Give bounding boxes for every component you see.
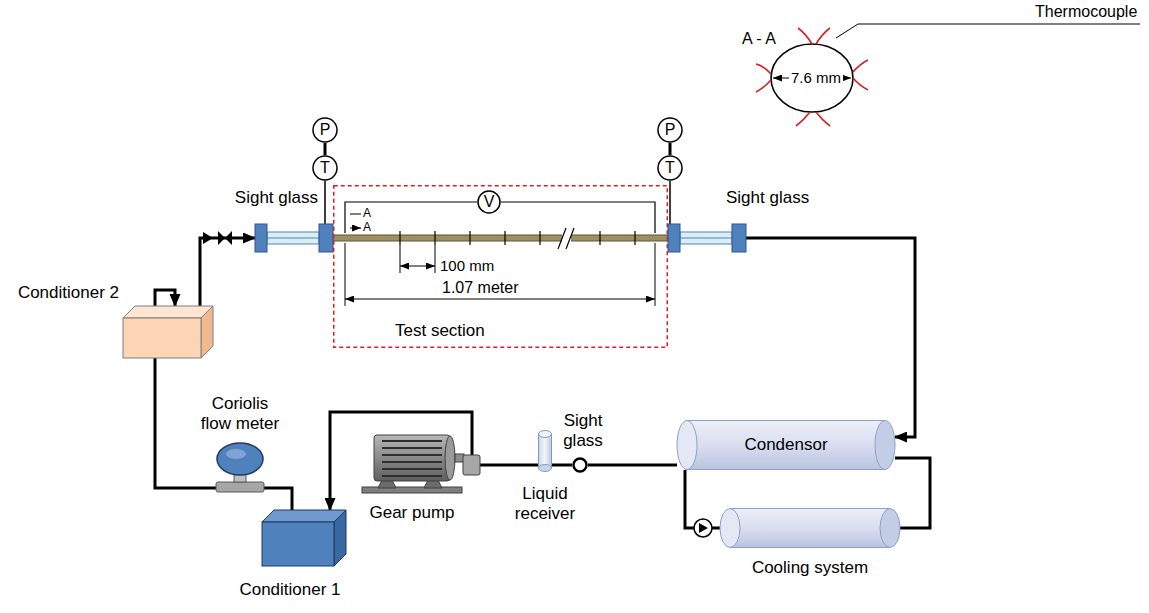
annotation-label: Thermocouple: [1035, 3, 1137, 21]
sight-glass-shape: [255, 224, 333, 252]
node-label: Sight glass: [558, 411, 608, 450]
node-label: Sight glass: [726, 188, 856, 208]
node-label: T: [665, 159, 675, 177]
dimension-line: [345, 299, 655, 300]
sight-glass: Sight glass: [572, 457, 588, 473]
node-label: Liquid receiver: [505, 484, 585, 523]
voltage-wire: [345, 202, 655, 233]
flow-meter-shape: [212, 440, 268, 496]
annotation-label: A: [363, 221, 371, 235]
pump-arrow: [699, 523, 708, 533]
pipe-connector: [324, 143, 327, 155]
pipe-connector: [268, 488, 292, 510]
section-arrow: [350, 214, 361, 228]
node-label: Conditioner 1: [230, 580, 350, 600]
break-mark: [558, 228, 574, 249]
pipe-connector: [330, 412, 472, 510]
node-label: Condensor: [744, 435, 827, 455]
test-tube: [333, 235, 668, 241]
voltmeter: V: [477, 190, 501, 214]
gear-pump: Gear pump: [362, 425, 480, 497]
flow-arrow: [203, 232, 213, 244]
flow-meter: Coriolis flow meter: [212, 440, 268, 496]
node-label: T: [320, 159, 330, 177]
test-section-shape: [333, 185, 668, 348]
pipe-connector: [480, 464, 538, 467]
annotation-label: 1.07 meter: [442, 279, 518, 297]
sight-glass-shape: [668, 224, 746, 252]
pipe-connector: [588, 464, 677, 467]
pipe-connector: [669, 143, 672, 155]
liquid-receiver-shape: [538, 430, 552, 472]
condenser: Condensor: [677, 420, 895, 470]
dimension-line: [400, 266, 435, 267]
valve-symbol: [218, 231, 232, 245]
annotation-label: A - A: [742, 30, 776, 48]
conditioner-shape: [123, 306, 213, 358]
sight-glass-shape: [572, 457, 588, 473]
pipe-connector: [552, 464, 572, 467]
node-label: Coriolis flow meter: [195, 394, 285, 433]
tube-cross-section: [771, 44, 853, 112]
sight-glass: Sight glass: [255, 224, 333, 252]
sight-glass: Sight glass: [668, 224, 746, 252]
extension-line: [345, 243, 655, 306]
node-label: Cooling system: [720, 558, 900, 578]
liquid-receiver: Liquid receiver: [538, 430, 552, 472]
node-label: Sight glass: [200, 188, 318, 208]
sensor-stem: [325, 181, 670, 224]
node-label: Test section: [395, 321, 545, 341]
pressure-sensor: P: [312, 117, 338, 143]
annotation-label: 100 mm: [440, 257, 494, 274]
conditioner: Conditioner 1: [262, 510, 346, 566]
cooling-system: Cooling system: [720, 508, 900, 548]
node-label: P: [320, 121, 331, 139]
pressure-sensor: P: [657, 117, 683, 143]
pipe-connector: [200, 238, 255, 306]
annotation-label: 7.6 mm: [789, 69, 843, 86]
conditioner: Conditioner 2: [123, 306, 213, 358]
temperature-sensor: T: [657, 155, 683, 181]
node-label: V: [484, 193, 495, 211]
cooling-system-shape: [720, 508, 900, 548]
node-label: Gear pump: [362, 503, 462, 523]
pipe-connector: [895, 458, 930, 528]
pipe-connector: [746, 238, 915, 437]
temperature-sensor: T: [312, 155, 338, 181]
leader-line: [836, 24, 1140, 38]
annotation-label: A: [363, 207, 371, 221]
test-section: Test section V: [333, 185, 668, 348]
conditioner-shape: [262, 510, 346, 566]
circulation-pump: [694, 519, 712, 537]
tube-ticks: [400, 231, 635, 245]
node-label: P: [665, 121, 676, 139]
node-label: Conditioner 2: [3, 283, 119, 303]
gear-pump-shape: [362, 425, 480, 497]
